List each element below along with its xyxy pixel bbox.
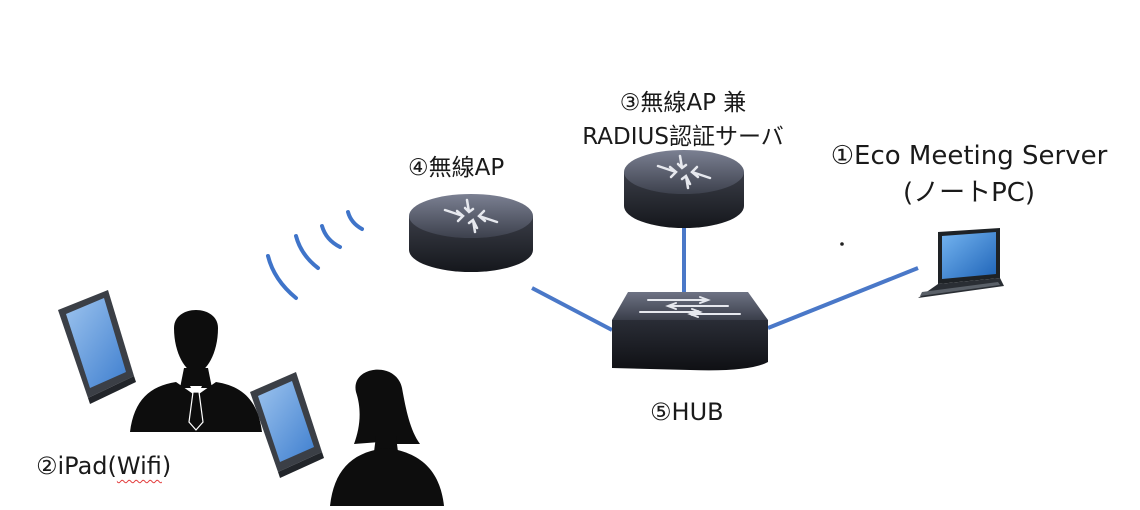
link-hub-server (767, 266, 919, 330)
laptop-icon (918, 228, 1004, 298)
person-icon (130, 310, 262, 432)
wifi-signal-icon (266, 210, 364, 300)
label-ipad-prefix: ②iPad( (36, 452, 117, 480)
stray-dot (840, 242, 844, 246)
tablet-icon (58, 290, 136, 404)
label-server-line1: ①Eco Meeting Server (830, 141, 1108, 171)
link-ap4-hub (531, 286, 613, 332)
label-ipad-wifi-word: Wifi (116, 452, 162, 480)
person-icon (330, 369, 444, 506)
label-ipad-suffix: ) (161, 452, 172, 480)
router-icon (624, 150, 744, 228)
label-ap3-line2: RADIUS認証サーバ (582, 124, 784, 150)
label-wireless-ap-4: ④無線AP (408, 155, 505, 181)
label-hub-5: ⑤HUB (650, 398, 724, 426)
label-eco-meeting-server-1: ①Eco Meeting Server (ノートPC) (794, 138, 1140, 212)
label-ap3-line1: ③無線AP 兼 (619, 90, 747, 116)
tablet-icon (250, 372, 324, 478)
label-server-line2: (ノートPC) (902, 178, 1036, 208)
label-wireless-ap-radius-3: ③無線AP 兼 RADIUS認証サーバ (540, 86, 826, 154)
router-icon (409, 194, 533, 272)
label-ipad-wifi-2: ②iPad(Wifi) (36, 452, 171, 480)
switch-icon (612, 292, 768, 371)
connection-lines (531, 228, 919, 332)
